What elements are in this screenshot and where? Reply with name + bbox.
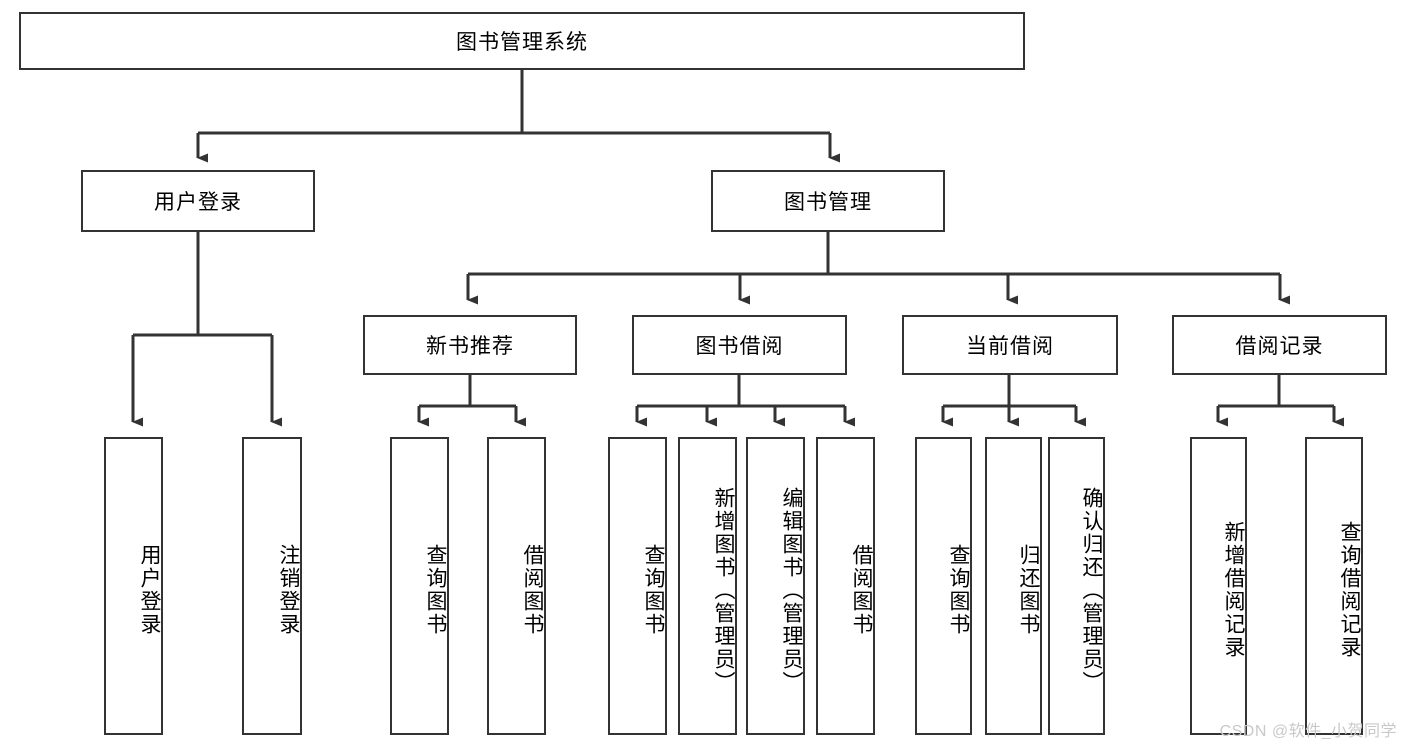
leaf-return-book[interactable]: 归还图书 <box>985 437 1042 735</box>
node-new-book-recommend[interactable]: 新书推荐 <box>363 315 577 375</box>
leaf-edit-book-admin[interactable]: 编辑图书（管理员） <box>746 437 805 735</box>
node-user-login[interactable]: 用户登录 <box>81 170 315 232</box>
leaf-borrow-book[interactable]: 借阅图书 <box>816 437 875 735</box>
leaf-confirm-return-admin[interactable]: 确认归还（管理员） <box>1048 437 1105 735</box>
leaf-add-borrow-record[interactable]: 新增借阅记录 <box>1190 437 1247 735</box>
leaf-add-book-admin[interactable]: 新增图书（管理员） <box>678 437 737 735</box>
leaf-query-book-recommend[interactable]: 查询图书 <box>390 437 449 735</box>
node-book-management[interactable]: 图书管理 <box>711 170 945 232</box>
leaf-query-borrow-record[interactable]: 查询借阅记录 <box>1305 437 1363 735</box>
leaf-user-login[interactable]: 用户登录 <box>104 437 163 735</box>
node-borrow-record[interactable]: 借阅记录 <box>1172 315 1387 375</box>
leaf-borrow-book-recommend[interactable]: 借阅图书 <box>487 437 546 735</box>
node-root[interactable]: 图书管理系统 <box>19 12 1025 70</box>
node-book-borrow[interactable]: 图书借阅 <box>632 315 847 375</box>
leaf-query-book-borrow[interactable]: 查询图书 <box>608 437 667 735</box>
leaf-query-book-current[interactable]: 查询图书 <box>915 437 972 735</box>
leaf-logout[interactable]: 注销登录 <box>242 437 302 735</box>
node-current-borrow[interactable]: 当前借阅 <box>902 315 1118 375</box>
